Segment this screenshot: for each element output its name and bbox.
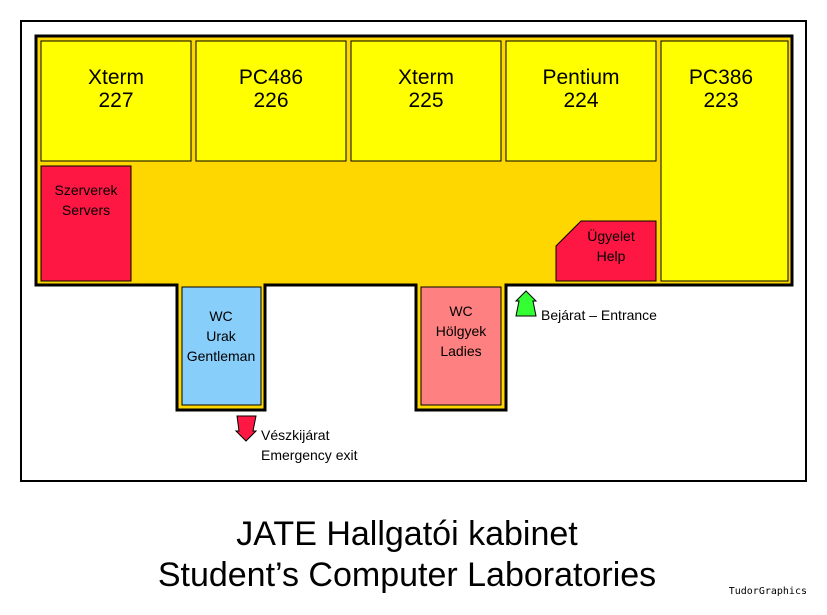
room-226[interactable]: PC486 226 [195,40,347,162]
room-number: 223 [703,89,738,112]
entrance-label: Bejárat – Entrance [541,307,657,323]
room-type: Xterm [88,66,144,89]
wc-label: WC [209,308,232,324]
wc-ladies-label-en: Ladies [440,343,481,359]
room-225[interactable]: Xterm 225 [350,40,502,162]
room-number: 226 [253,89,288,112]
credit: TudorGraphics [729,586,807,597]
emergency-exit-marker[interactable]: Vészkijárat Emergency exit [234,415,358,463]
servers-room[interactable]: Szerverek Servers [40,165,132,282]
room-type: PC486 [239,66,303,89]
servers-label-hu: Szerverek [54,182,118,198]
wc-men-label-hu: Urak [206,328,237,344]
title-en: Student’s Computer Laboratories [158,556,656,594]
help-desk[interactable]: Ügyelet Help [555,220,657,282]
room-type: PC386 [689,66,753,89]
servers-label-en: Servers [62,202,110,218]
room-type: Pentium [542,66,619,89]
emergency-label-hu: Vészkijárat [261,427,330,443]
wc-men-label-en: Gentleman [187,348,255,364]
title-hu: JATE Hallgatói kabinet [236,515,578,553]
down-arrow-icon [234,415,258,442]
help-label-en: Help [597,248,626,264]
entrance-marker[interactable]: Bejárat – Entrance [514,290,657,323]
wc-ladies-label-hu: Hölgyek [436,323,488,339]
room-number: 224 [563,89,598,112]
up-arrow-icon [514,290,538,317]
room-227[interactable]: Xterm 227 [40,40,192,162]
wc-label: WC [449,303,472,319]
wc-ladies[interactable]: WC Hölgyek Ladies [420,286,502,406]
wc-men[interactable]: WC Urak Gentleman [181,286,262,406]
emergency-label-en: Emergency exit [261,447,358,463]
help-label-hu: Ügyelet [587,227,635,244]
room-224[interactable]: Pentium 224 [505,40,657,162]
room-type: Xterm [398,66,454,89]
room-number: 227 [98,89,133,112]
room-number: 225 [408,89,443,112]
room-223[interactable]: PC386 223 [660,40,789,282]
